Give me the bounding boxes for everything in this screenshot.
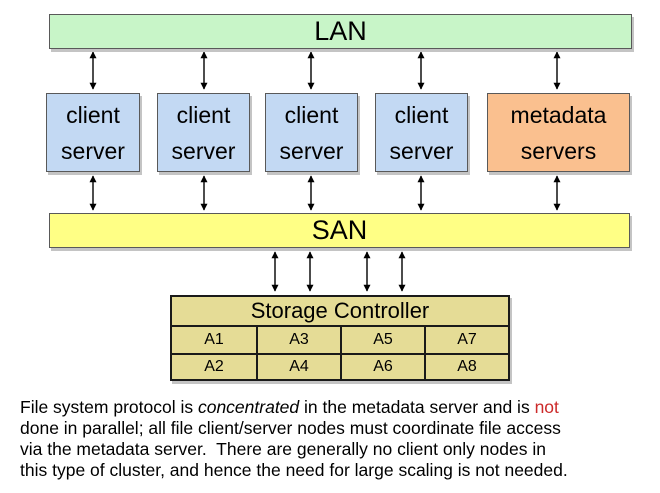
caption-italic-text: concentrated xyxy=(197,397,300,417)
caption-line: done in parallel; all file client/server… xyxy=(20,418,568,439)
caption-paragraph: File system protocol is concentrated in … xyxy=(20,397,568,481)
caption-text: this type of cluster, and hence the need… xyxy=(20,460,568,480)
storage-cell: A8 xyxy=(424,353,508,379)
caption-text: in the metadata server and is xyxy=(299,397,535,417)
san-label: SAN xyxy=(311,215,368,245)
caption-line: File system protocol is concentrated in … xyxy=(20,397,568,418)
server-box-client-2: client server xyxy=(157,93,250,172)
server-box-label: metadata xyxy=(510,101,607,128)
server-box-client-1: client server xyxy=(46,93,140,172)
server-box-label: server xyxy=(61,137,125,164)
server-box-label: server xyxy=(389,137,454,164)
server-box-label: client xyxy=(284,101,339,128)
storage-cell: A4 xyxy=(256,353,340,379)
storage-cell: A6 xyxy=(340,353,424,379)
storage-cell: A7 xyxy=(424,327,508,353)
server-box-label: client xyxy=(66,101,120,128)
storage-cell: A2 xyxy=(172,353,256,379)
storage-controller-title: Storage Controller xyxy=(172,297,508,327)
storage-cell: A5 xyxy=(340,327,424,353)
caption-text: done in parallel; all file client/server… xyxy=(20,418,561,438)
server-box-label: servers xyxy=(520,137,597,164)
caption-line: via the metadata server. There are gener… xyxy=(20,439,568,460)
san-bar: SAN xyxy=(49,213,630,248)
server-box-metadata-5: metadata servers xyxy=(487,93,630,172)
server-box-label: client xyxy=(394,101,449,128)
server-box-client-4: client server xyxy=(375,93,468,172)
caption-text: via the metadata server. There are gener… xyxy=(20,439,546,459)
storage-cell: A3 xyxy=(256,327,340,353)
server-box-label: client xyxy=(176,101,231,128)
server-box-label: server xyxy=(171,137,236,164)
lan-label: LAN xyxy=(314,16,367,46)
caption-line: this type of cluster, and hence the need… xyxy=(20,460,568,481)
lan-bar: LAN xyxy=(49,14,632,49)
server-box-client-3: client server xyxy=(265,93,358,172)
caption-red-text: not xyxy=(534,397,559,417)
caption-text: File system protocol is xyxy=(20,397,198,417)
storage-cell: A1 xyxy=(204,331,224,348)
server-box-label: server xyxy=(279,137,344,164)
